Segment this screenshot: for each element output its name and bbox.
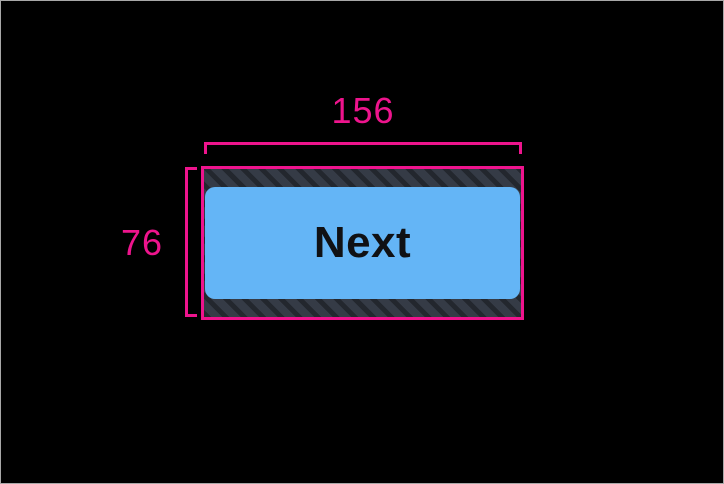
width-dimension-label: 156	[331, 90, 395, 131]
height-measure-bracket	[185, 167, 197, 317]
touch-target-area: Next	[201, 166, 524, 320]
next-button[interactable]: Next	[205, 187, 520, 299]
width-measure-bracket	[204, 142, 522, 154]
height-dimension-label: 76	[120, 222, 163, 263]
